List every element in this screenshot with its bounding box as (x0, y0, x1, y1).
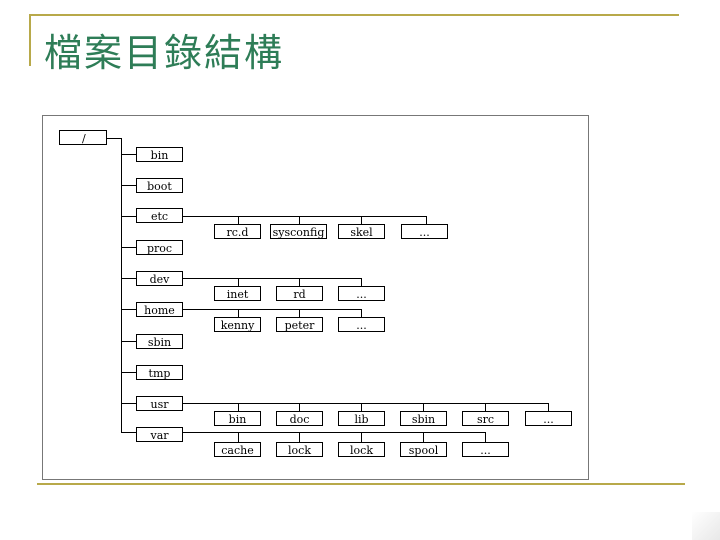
tree-node-var: var (136, 427, 183, 442)
decorative-vertical-rule (29, 14, 31, 66)
connector-line (121, 403, 136, 404)
connector-line (121, 309, 136, 310)
connector-line (121, 372, 136, 373)
connector-line (299, 403, 300, 411)
tree-node-usr-doc: doc (276, 411, 323, 426)
tree-node-etc-skel: skel (338, 224, 385, 239)
connector-line (121, 185, 136, 186)
tree-node-root: / (59, 130, 107, 145)
decorative-top-rule (29, 14, 679, 16)
tree-node-var-cache: cache (214, 442, 261, 457)
connector-line (423, 432, 424, 442)
connector-line (183, 278, 361, 279)
connector-line (299, 216, 300, 224)
connector-line (121, 154, 136, 155)
connector-line (238, 403, 239, 411)
connector-line (299, 278, 300, 286)
connector-line (121, 341, 136, 342)
tree-node-usr-lib: lib (338, 411, 385, 426)
tree-node-usr-bin: bin (214, 411, 261, 426)
connector-line (121, 432, 136, 433)
slide-title: 檔案目錄結構 (44, 31, 285, 75)
connector-line (183, 432, 485, 433)
connector-line (183, 403, 548, 404)
tree-node-var-more: ... (462, 442, 509, 457)
corner-decoration (692, 512, 720, 540)
tree-node-etc: etc (136, 208, 183, 223)
connector-line (548, 403, 549, 411)
tree-node-home-more: ... (338, 317, 385, 332)
tree-node-dev-inet: inet (214, 286, 261, 301)
tree-node-etc-rcd: rc.d (214, 224, 261, 239)
tree-node-usr-sbin: sbin (400, 411, 447, 426)
connector-line (485, 432, 486, 442)
connector-line (238, 278, 239, 286)
tree-node-var-spool: spool (400, 442, 447, 457)
tree-node-sbin: sbin (136, 334, 183, 349)
decorative-bottom-rule (37, 483, 685, 485)
tree-trunk-line (121, 138, 122, 432)
connector-line (361, 403, 362, 411)
connector-line (238, 216, 239, 224)
connector-line (423, 403, 424, 411)
tree-node-dev: dev (136, 271, 183, 286)
tree-node-boot: boot (136, 178, 183, 193)
tree-node-tmp: tmp (136, 365, 183, 380)
tree-node-etc-more: ... (401, 224, 448, 239)
connector-line (183, 216, 426, 217)
tree-node-dev-rd: rd (276, 286, 323, 301)
tree-node-proc: proc (136, 240, 183, 255)
connector-line (183, 309, 361, 310)
connector-line (106, 138, 122, 139)
tree-node-home-peter: peter (276, 317, 323, 332)
connector-line (238, 432, 239, 442)
tree-node-usr: usr (136, 396, 183, 411)
tree-node-home-kenny: kenny (214, 317, 261, 332)
connector-line (426, 216, 427, 224)
connector-line (361, 432, 362, 442)
connector-line (361, 216, 362, 224)
tree-node-usr-more: ... (525, 411, 572, 426)
tree-node-dev-more: ... (338, 286, 385, 301)
connector-line (485, 403, 486, 411)
tree-node-etc-sysconfig: sysconfig (270, 224, 327, 239)
connector-line (299, 309, 300, 317)
tree-node-usr-src: src (462, 411, 509, 426)
tree-node-home: home (136, 302, 183, 317)
connector-line (121, 278, 136, 279)
connector-line (121, 216, 136, 217)
tree-node-var-lock: lock (338, 442, 385, 457)
directory-tree-diagram: / bin boot etc proc dev home sbin tmp us… (42, 115, 589, 480)
connector-line (299, 432, 300, 442)
connector-line (238, 309, 239, 317)
connector-line (361, 309, 362, 317)
tree-node-bin: bin (136, 147, 183, 162)
connector-line (361, 278, 362, 286)
connector-line (121, 247, 136, 248)
tree-node-var-lock: lock (276, 442, 323, 457)
